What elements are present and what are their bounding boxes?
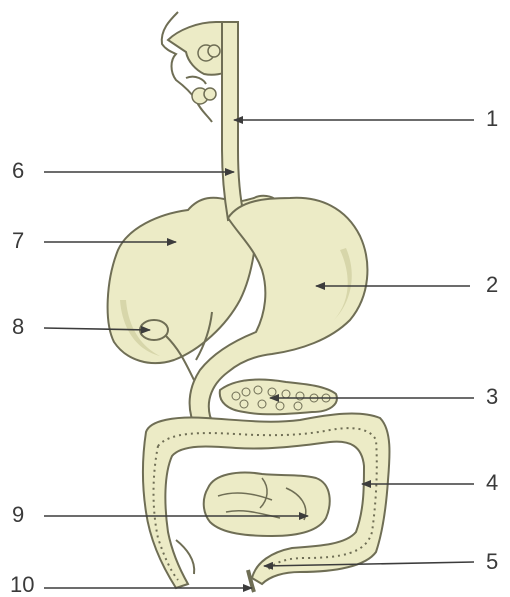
small-intestine [204,473,330,536]
label-2: 2 [486,274,498,296]
esophagus [222,22,244,220]
label-10: 10 [10,574,34,596]
label-7: 7 [12,230,24,252]
label-6: 6 [12,160,24,182]
label-5: 5 [486,551,498,573]
label-4: 4 [486,472,498,494]
label-8: 8 [12,316,24,338]
label-3: 3 [486,386,498,408]
label-1: 1 [486,108,498,130]
label-9: 9 [12,504,24,526]
